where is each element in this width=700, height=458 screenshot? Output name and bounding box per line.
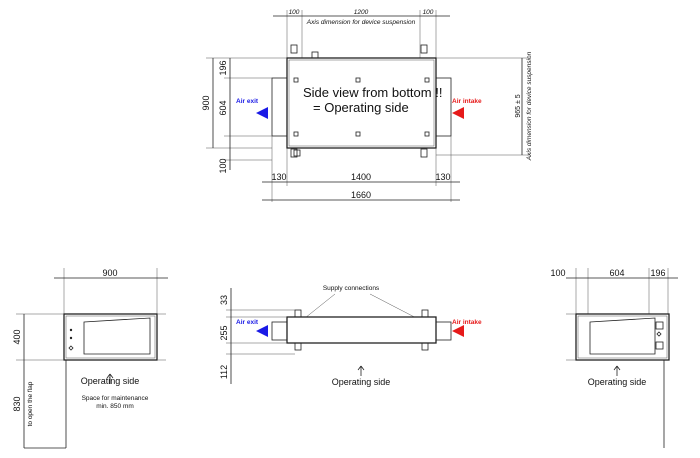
dim-255: 255 (219, 325, 229, 340)
dim-112: 112 (219, 365, 229, 379)
dim-604: 604 (609, 268, 624, 278)
maintenance-line-1: Space for maintenance (82, 395, 149, 402)
dim-965: 965 ± 5 (515, 94, 522, 117)
dim-100: 100 (550, 268, 565, 278)
dim-900: 900 (201, 95, 211, 110)
air-exit-arrow-icon (256, 107, 268, 119)
dim-830: 830 (12, 396, 22, 411)
dim-604: 604 (218, 100, 228, 115)
supply-connections-label: Supply connections (323, 285, 380, 292)
air-intake-arrow-icon (452, 107, 464, 119)
right-view: 100 604 196 Operating side (550, 268, 678, 448)
bracket (420, 44, 428, 54)
spigot-left (271, 77, 288, 137)
dim-400: 400 (12, 329, 22, 344)
side-view-title: Side view from bottom !! (303, 85, 442, 100)
left-view: 900 400 830 to open the flap Operating s… (12, 268, 168, 449)
bracket (290, 148, 298, 158)
center-view: Supply connections Air exit Air intake 3… (219, 285, 482, 387)
operating-side-label: Operating side (81, 376, 140, 386)
dim-196: 196 (650, 268, 665, 278)
dim-100-right: 100 (423, 9, 434, 16)
dim-1200: 1200 (354, 9, 369, 16)
axis-note-right: Axis dimension for device suspension (526, 51, 533, 161)
dim-33: 33 (219, 295, 229, 305)
dim-100-left: 100 (289, 9, 300, 16)
maintenance-line-2: min. 850 mm (96, 403, 134, 410)
air-intake-arrow-icon (452, 325, 464, 337)
spigot-right (435, 321, 452, 341)
air-intake-label: Air intake (452, 319, 482, 326)
operating-side-label: Operating side (588, 377, 647, 387)
spigot-right (435, 77, 452, 137)
dim-130-left: 130 (271, 172, 286, 182)
axis-note-top: Axis dimension for device suspension (306, 19, 416, 26)
unit-body-top (286, 57, 437, 149)
top-view: 100 1200 100 Axis dimension for device s… (201, 9, 533, 202)
operating-side-label: Operating side (332, 377, 391, 387)
operating-side-note: = Operating side (313, 100, 409, 115)
dim-1660: 1660 (351, 190, 371, 200)
air-intake-label: Air intake (452, 98, 482, 105)
dim-1400: 1400 (351, 172, 371, 182)
unit-body-side (286, 316, 437, 344)
dim-196: 196 (218, 60, 228, 75)
air-exit-arrow-icon (256, 325, 268, 337)
supply-stub (311, 51, 319, 59)
dim-130-right: 130 (435, 172, 450, 182)
air-exit-label: Air exit (236, 98, 259, 105)
flap (83, 317, 151, 355)
unit-end-left (63, 313, 158, 361)
dim-100-bottom: 100 (218, 158, 228, 173)
spigot-left (271, 321, 288, 341)
bracket (420, 148, 428, 158)
bracket (290, 44, 298, 54)
flap-note: to open the flap (27, 381, 34, 426)
air-exit-label: Air exit (236, 319, 259, 326)
flap (589, 317, 656, 355)
dim-900: 900 (102, 268, 117, 278)
